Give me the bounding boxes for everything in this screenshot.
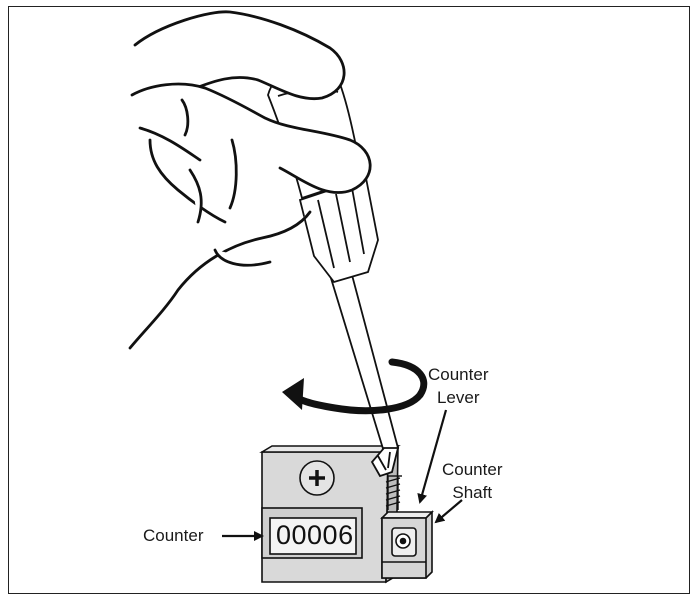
counter-shaft-label: Counter Shaft — [442, 458, 502, 504]
hand — [128, 10, 372, 350]
counter-lever-label-line2: Lever — [436, 388, 480, 407]
counter-shaft-arrow — [434, 499, 463, 524]
counter-display-digits: 00006 — [276, 520, 354, 550]
counter-label: Counter — [143, 526, 204, 545]
rotation-arrowhead — [282, 378, 304, 410]
counter-lever-label: Counter Lever — [428, 363, 488, 409]
screwdriver — [267, 60, 400, 478]
counter-lever-label-line1: Counter — [428, 365, 489, 384]
counter-shaft-label-line2: Shaft — [452, 483, 493, 502]
counter-shaft — [380, 510, 434, 579]
leader-arrows — [222, 409, 463, 541]
rotation-arrow — [288, 358, 428, 415]
counter-shaft-label-line1: Counter — [442, 460, 503, 479]
screw-head — [299, 460, 335, 496]
counter-lever — [385, 475, 402, 510]
counter-lever-arrow — [417, 409, 448, 504]
